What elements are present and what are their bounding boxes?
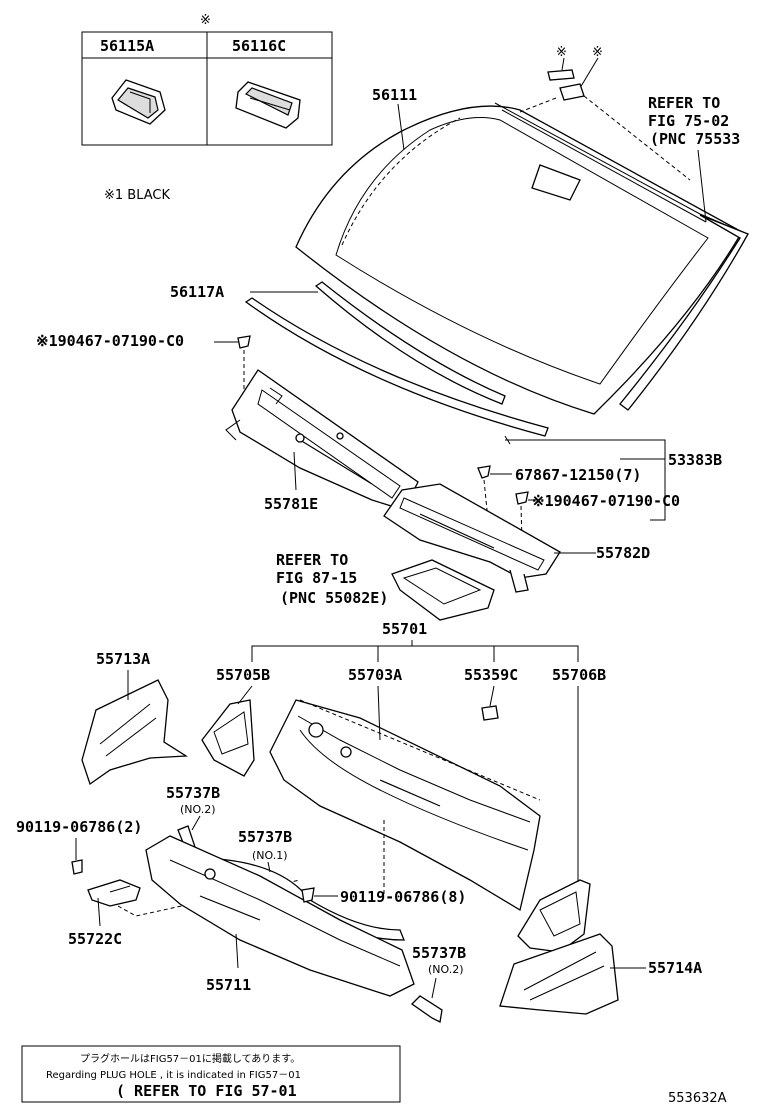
cowl-panel-55703a-shape [269,699,541,912]
label-55737b-no1: 55737B [238,828,292,846]
louver-55781e-shape [225,369,419,511]
label-clip-top-left: ※190467-07190-C0 [36,332,184,350]
label-no1: (NO.1) [252,849,288,862]
label-55701: 55701 [382,620,427,638]
footnote-line2: Regarding PLUG HOLE , it is indicated in… [46,1070,301,1081]
label-55737b-no2-top: 55737B [166,784,220,802]
label-55714a: 55714A [648,959,702,977]
bolt-left-icon [71,859,83,875]
windshield-glass-shape [295,102,743,415]
legend-header-56116c: 56116C [232,37,286,55]
label-55703a: 55703A [348,666,402,684]
label-no2-bottom: (NO.2) [428,963,464,976]
label-bolt-left: 90119-06786(2) [16,818,142,836]
footnote-line3: ( REFER TO FIG 57-01 [116,1082,297,1100]
label-55737b-no2-bottom: 55737B [412,944,466,962]
legend-table: ※ 56115A 56116C [81,13,333,146]
footnote-line1: プラグホールはFIG57－01に掲載してあります。 [80,1052,300,1065]
bolt-center-icon [301,887,315,903]
black-note: ※1 BLACK [104,188,170,203]
label-55782d: 55782D [596,544,650,562]
clip-icon-left [237,335,251,349]
plug-55359c-icon [481,705,499,721]
footnote-box: プラグホールはFIG57－01に掲載してあります。 Regarding PLUG… [21,1045,401,1103]
legend-header-56115a: 56115A [100,37,154,55]
figure-code: 553632A [668,1091,727,1106]
refer-87-line3: (PNC 55082E) [280,589,388,607]
label-no2-top: (NO.2) [180,803,216,816]
clip-56115a-icon [111,79,166,125]
label-clip-67867: 67867-12150(7) [515,466,641,484]
refer-75-line2: FIG 75-02 [648,112,729,130]
duct-55082e-shape [391,559,495,621]
lower-panel-55711-shape [145,835,415,997]
label-55706b: 55706B [552,666,606,684]
clip-icon-67867 [477,465,491,479]
label-55359c: 55359C [464,666,518,684]
molding-strip-right [619,214,749,411]
strip-56117a-shape [244,281,549,437]
clip-icon-top-a [547,69,575,81]
label-55711: 55711 [206,976,251,994]
brace-55706b-shape [517,879,591,953]
label-55705b: 55705B [216,666,270,684]
label-bolt-center: 90119-06786(8) [340,888,466,906]
label-mark-b: ※ [592,45,603,60]
label-55722c: 55722C [68,930,122,948]
label-55713a: 55713A [96,650,150,668]
clip-icon-right [515,491,529,505]
refer-87-line2: FIG 87-15 [276,569,357,587]
label-55781e: 55781E [264,495,318,513]
label-clip-right: ※190467-07190-C0 [532,492,680,510]
side-panel-55714a-shape [499,933,619,1015]
refer-75-line3: (PNC 75533 [650,130,740,148]
label-56111: 56111 [372,86,417,104]
side-panel-55713a-shape [81,679,189,786]
legend-mark: ※ [200,13,211,28]
brace-55705b-shape [201,699,255,777]
label-56117a: 56117A [170,283,224,301]
refer-75-line1: REFER TO [648,94,720,112]
label-53383b: 53383B [668,451,722,469]
clip-icon-top-b [559,83,585,101]
clip-56116c-icon [235,81,301,129]
louver-55782d-shape [383,483,561,593]
label-mark-a: ※ [556,45,567,60]
seal-55737b-no2-bottom-shape [410,995,443,1023]
refer-87-line1: REFER TO [276,551,348,569]
bracket-55722c-shape [87,879,141,907]
